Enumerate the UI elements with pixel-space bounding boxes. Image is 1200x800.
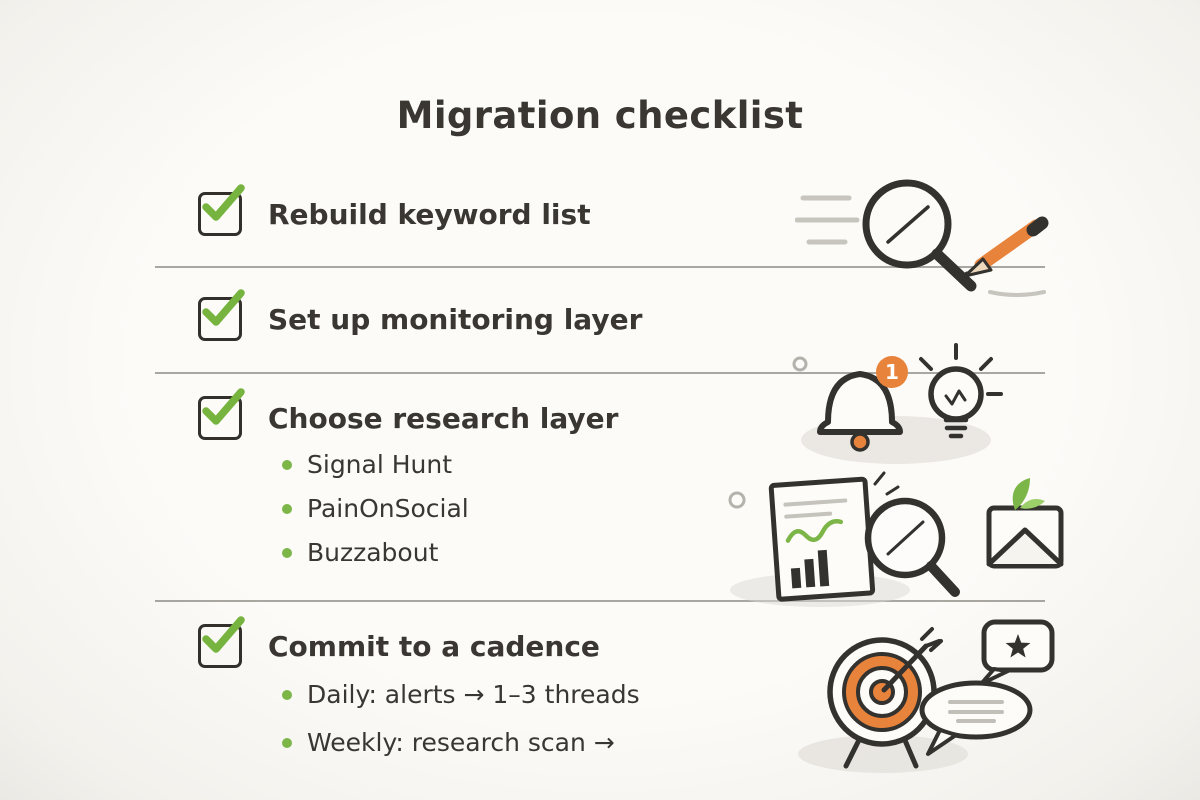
- research-layer-options: Signal Hunt PainOnSocial Buzzabout: [282, 450, 469, 582]
- checkbox-item-1[interactable]: [198, 184, 245, 236]
- notification-badge: [876, 356, 908, 388]
- report-magnifier-envelope-illustration: [715, 468, 1070, 610]
- notification-badge-count: 1: [885, 360, 899, 384]
- star-speech-bubble-icon: [979, 619, 1055, 686]
- sparkle-icon: [873, 471, 900, 496]
- checklist-item-label: Commit to a cadence: [268, 629, 600, 663]
- pencil-icon: [974, 219, 1043, 272]
- trend-line-icon: [785, 519, 844, 543]
- magnifying-glass-pencil-icon: [795, 179, 1049, 297]
- bullet-dot-icon: [282, 690, 292, 700]
- checkmark-icon: [202, 388, 245, 425]
- sub-item-label: Signal Hunt: [307, 450, 453, 479]
- star-icon: [1005, 634, 1031, 658]
- sub-item-label: Weekly: research scan →: [307, 728, 615, 757]
- divider: [155, 600, 1045, 602]
- dartboard-speech-bubbles-icon: [798, 619, 1055, 773]
- divider: [155, 372, 1045, 374]
- decorative-ring-icon: [728, 491, 746, 509]
- decorative-ring-icon: [792, 356, 808, 372]
- pencil-tip-icon: [963, 257, 993, 278]
- bullet-dot-icon: [282, 548, 292, 558]
- checkbox-item-2[interactable]: [198, 289, 245, 341]
- list-item: Weekly: research scan →: [282, 728, 640, 758]
- list-item: Buzzabout: [282, 538, 469, 568]
- magnifier-handle-icon: [931, 248, 977, 292]
- checkbox-item-3[interactable]: [198, 388, 245, 440]
- bar-chart-icon: [790, 567, 802, 589]
- bullet-dot-icon: [282, 738, 292, 748]
- sub-item-label: Daily: alerts → 1–3 threads: [307, 680, 640, 709]
- alert-bell-lightbulb-illustration: 1: [788, 328, 1023, 470]
- list-item: Daily: alerts → 1–3 threads: [282, 680, 640, 710]
- cadence-options: Daily: alerts → 1–3 threads Weekly: rese…: [282, 680, 640, 776]
- checklist-item-label: Set up monitoring layer: [268, 302, 643, 336]
- envelope-flap-icon: [986, 527, 1064, 567]
- bulb-filament-icon: [944, 389, 967, 406]
- checklist-item-commit-to-a-cadence: Commit to a cadence: [198, 616, 600, 668]
- magnifying-glass-pencil-illustration: [795, 168, 1050, 300]
- checkmark-icon: [202, 616, 245, 653]
- bubble-text-lines-icon: [948, 700, 1004, 723]
- magnifier-handle-icon: [926, 561, 960, 597]
- target-stand-icon: [843, 735, 919, 769]
- list-item: PainOnSocial: [282, 494, 469, 524]
- checkbox-item-4[interactable]: [198, 616, 245, 668]
- bulb-base-icon: [943, 417, 969, 439]
- divider: [155, 266, 1045, 268]
- pencil-eraser-icon: [1026, 216, 1049, 237]
- checkmark-icon: [202, 289, 245, 326]
- checklist-item-choose-research-layer: Choose research layer: [198, 388, 619, 440]
- envelope-icon: [986, 478, 1064, 569]
- bell-icon: [817, 371, 903, 435]
- bullet-dot-icon: [282, 460, 292, 470]
- report-document-icon: [768, 476, 876, 602]
- checkmark-icon: [202, 184, 245, 221]
- checklist-item-set-up-monitoring-layer: Set up monitoring layer: [198, 289, 643, 341]
- dart-icon: [881, 627, 943, 693]
- shadow-blob: [798, 735, 968, 773]
- bulb-rays-icon: [919, 343, 1003, 396]
- sub-item-label: Buzzabout: [307, 538, 439, 567]
- text-speech-bubble-icon: [919, 680, 1033, 756]
- bell-clapper-icon: [850, 432, 870, 452]
- report-magnifier-envelope-icon: [728, 471, 1064, 607]
- sub-item-label: PainOnSocial: [307, 494, 469, 523]
- leaf-icon: [1020, 499, 1045, 509]
- page-title: Migration checklist: [396, 94, 804, 137]
- list-item: Signal Hunt: [282, 450, 469, 480]
- bullet-dot-icon: [282, 504, 292, 514]
- leaf-icon: [1012, 478, 1030, 510]
- checklist-item-label: Choose research layer: [268, 401, 619, 435]
- alert-bell-lightbulb-icon: 1: [792, 343, 1003, 464]
- checklist-item-rebuild-keyword-list: Rebuild keyword list: [198, 184, 591, 236]
- dartboard-speech-bubbles-illustration: [788, 608, 1083, 780]
- checklist-item-label: Rebuild keyword list: [268, 197, 591, 231]
